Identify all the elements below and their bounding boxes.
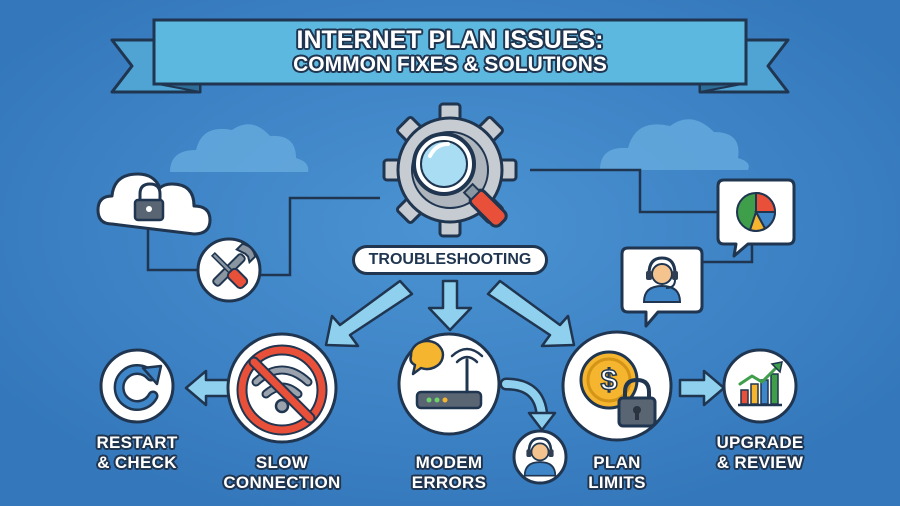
slow-label-line2: CONNECTION: [223, 473, 341, 492]
restart-node-icon: [99, 348, 175, 424]
pie-chart-icon: [736, 191, 777, 232]
modem-errors-label: MODEM ERRORS: [399, 453, 499, 493]
title-line-2: COMMON FIXES & SOLUTIONS: [293, 53, 607, 76]
arrow-to-upgrade: [678, 369, 726, 407]
svg-text:$: $: [601, 364, 618, 397]
modem-errors-node: [397, 332, 501, 436]
flow-arrows: [324, 279, 576, 348]
plan-limits-label: PLAN LIMITS: [567, 453, 667, 493]
restart-label: RESTART & CHECK: [77, 433, 197, 473]
upgrade-label: UPGRADE & REVIEW: [700, 433, 820, 473]
modem-label-line2: ERRORS: [411, 473, 487, 492]
cloud-lock-icon: [96, 172, 212, 236]
troubleshooting-label: TROUBLESHOOTING: [352, 245, 548, 275]
curved-arrow: [499, 377, 557, 432]
refresh-icon: [113, 364, 163, 411]
connector-lines: [146, 168, 754, 277]
restart-label-line2: & CHECK: [97, 453, 177, 472]
plan-limits-node: $: [561, 330, 673, 442]
slow-label-line1: SLOW: [255, 453, 309, 472]
plan-label-line1: PLAN: [593, 453, 641, 472]
pie-chart-bubble: [716, 178, 796, 258]
plan-label-line2: LIMITS: [588, 473, 646, 492]
modem-question-icon: [409, 339, 484, 410]
support-agent-bubble: [620, 246, 704, 328]
gear-magnifier-icon: [382, 102, 518, 238]
wrench-screwdriver-icon: [196, 237, 262, 303]
modem-label-line1: MODEM: [415, 453, 483, 472]
slow-connection-label: SLOW CONNECTION: [207, 453, 357, 493]
growth-chart-icon: [738, 361, 783, 407]
background-clouds: [166, 119, 749, 172]
upgrade-label-line1: UPGRADE: [716, 433, 804, 452]
no-wifi-icon: [236, 344, 328, 436]
support-agent-icon: [642, 256, 682, 303]
title-banner: [110, 18, 790, 94]
support-small-node: [512, 429, 568, 485]
restart-label-line1: RESTART: [96, 433, 178, 452]
slow-connection-node: [226, 332, 338, 444]
support-agent-icon: [523, 437, 557, 477]
title-line-1: INTERNET PLAN ISSUES:: [296, 26, 604, 54]
upgrade-node-icon: [722, 348, 798, 424]
upgrade-label-line2: & REVIEW: [716, 453, 804, 472]
dollar-lock-icon: $: [579, 350, 657, 428]
